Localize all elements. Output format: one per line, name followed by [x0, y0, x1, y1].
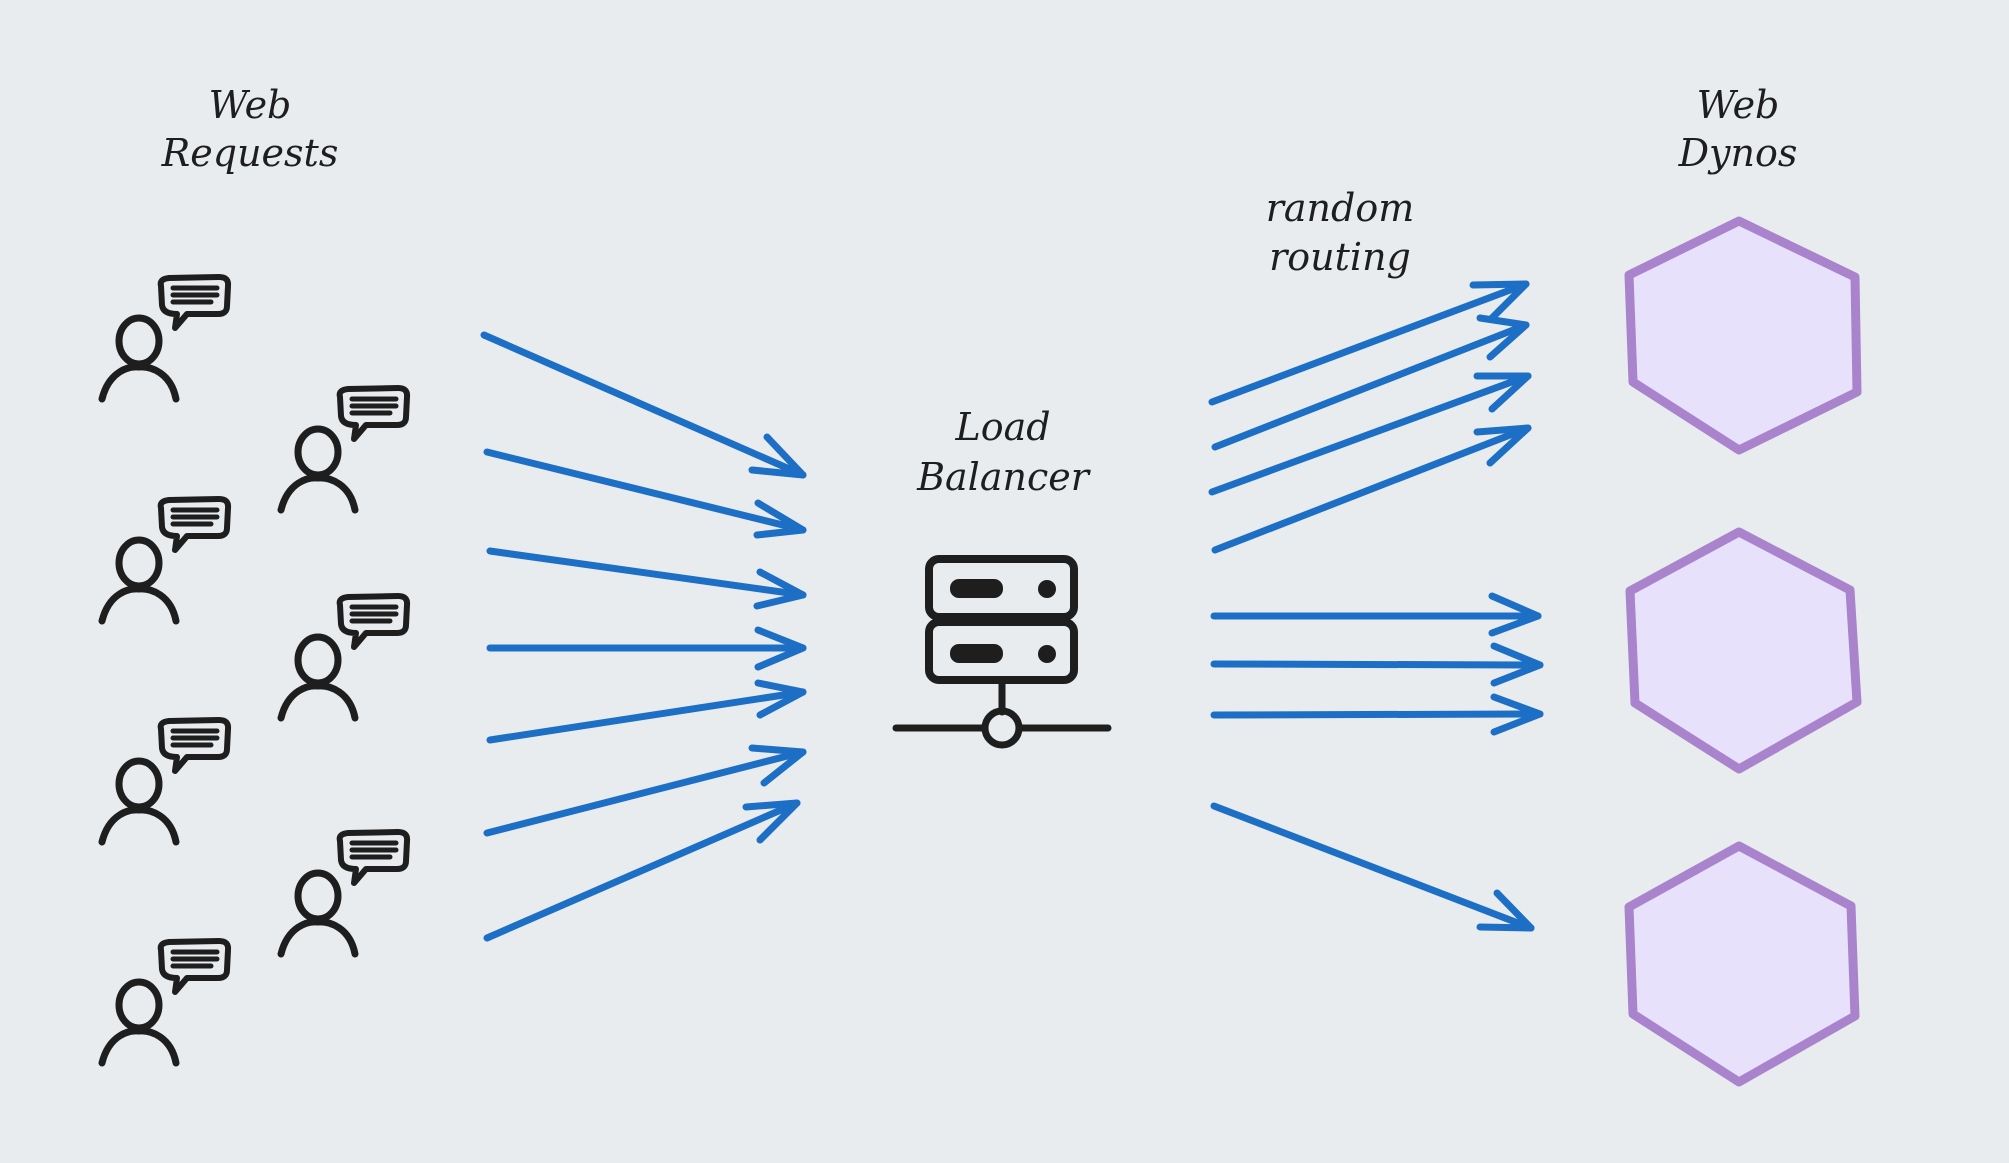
user-icon: [102, 277, 228, 399]
web-requests-label-line1: Web: [209, 83, 292, 127]
web-dynos-label-line2: Dynos: [1678, 131, 1798, 175]
user-icon: [102, 720, 228, 842]
hexagon-icon: [1624, 216, 1862, 455]
route-arrow: [1211, 314, 1530, 451]
user-icon: [102, 941, 228, 1063]
route-arrow: [1210, 802, 1535, 932]
route-arrow: [1210, 592, 1542, 637]
route-arrow: [1210, 642, 1544, 687]
hexagon-icon: [1624, 841, 1860, 1087]
request-arrow: [486, 626, 807, 671]
routing-label-line2: routing: [1269, 235, 1411, 279]
route-arrow: [1208, 280, 1530, 406]
routing-label-line1: random: [1266, 186, 1415, 230]
load-balancer-label-line1: Load: [954, 405, 1050, 449]
web-dynos-label-line1: Web: [1697, 83, 1780, 127]
web-requests-label-line2: Requests: [161, 131, 339, 175]
users-group: [102, 277, 407, 1063]
request-arrow: [480, 331, 807, 479]
route-arrow: [1211, 424, 1532, 554]
user-icon: [102, 499, 228, 621]
hexagon-icon: [1625, 527, 1862, 774]
request-arrow: [483, 799, 801, 942]
server-rack-icon: [892, 555, 1112, 749]
route-arrow: [1210, 693, 1544, 736]
request-arrow: [483, 744, 807, 837]
user-icon: [281, 596, 407, 718]
request-arrow: [486, 547, 807, 610]
user-icon: [281, 388, 407, 510]
incoming-arrows: [480, 331, 807, 942]
request-arrow: [486, 679, 807, 744]
request-arrow: [483, 448, 807, 539]
route-arrow: [1208, 372, 1532, 496]
user-icon: [281, 832, 407, 954]
routing-arrows: [1208, 280, 1544, 932]
load-balancer-label-line2: Balancer: [916, 455, 1092, 499]
dynos-group: [1624, 216, 1862, 1087]
